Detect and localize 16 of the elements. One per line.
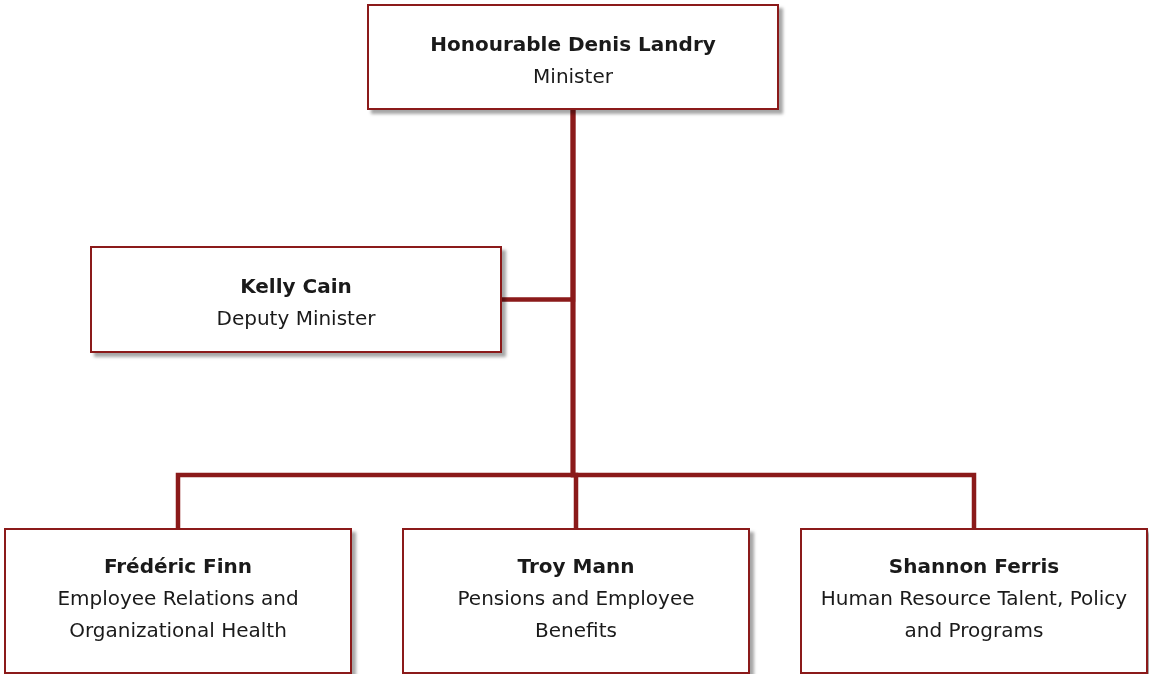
person-name: Honourable Denis Landry xyxy=(430,31,716,58)
org-box xyxy=(90,246,502,353)
person-name: Shannon Ferris xyxy=(888,553,1060,580)
org-box xyxy=(402,528,750,674)
org-box xyxy=(4,528,352,674)
person-name: Kelly Cain xyxy=(240,273,352,300)
job-title: Deputy Minister xyxy=(216,305,376,332)
job-title: Human Resource Talent, Policy and Programs xyxy=(819,585,1129,644)
person-name: Frédéric Finn xyxy=(103,553,253,580)
person-name: Troy Mann xyxy=(517,553,635,580)
job-title: Pensions and Employee Benefits xyxy=(456,585,696,644)
job-title: Minister xyxy=(533,63,613,90)
connector-line xyxy=(570,110,977,528)
job-title: Employee Relations and Organizational Health xyxy=(56,585,300,644)
org-box xyxy=(367,4,779,110)
org-box xyxy=(800,528,1148,674)
